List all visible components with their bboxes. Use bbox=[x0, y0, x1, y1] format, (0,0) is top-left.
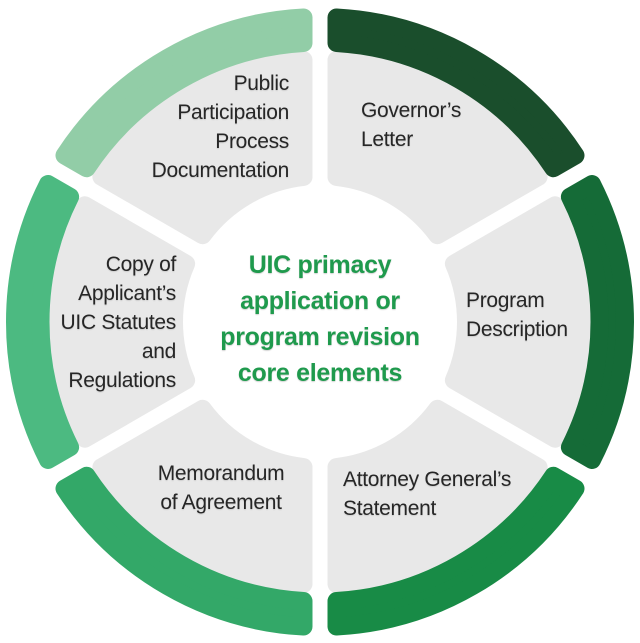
segment-attorney-generals-statement-arc bbox=[327, 466, 585, 636]
segment-label-memorandum-of-agreement: Memorandum of Agreement bbox=[157, 462, 285, 514]
segment-public-participation-process-documentation-wedge bbox=[92, 51, 313, 245]
segment-copy-of-applicants-uic-statutes-and-regulations-arc bbox=[6, 175, 80, 469]
segment-program-description-arc bbox=[560, 175, 634, 469]
segment-attorney-generals-statement-wedge bbox=[327, 399, 548, 593]
segment-memorandum-of-agreement-wedge bbox=[92, 399, 313, 593]
segment-label-governors-letter: Governor’s Letter bbox=[361, 99, 462, 151]
segment-label-copy-of-applicants-uic-statutes: Copy of Applicant’s UIC Statutes and Reg… bbox=[60, 253, 177, 392]
segment-label-program-description: Program Description bbox=[466, 289, 568, 341]
segment-program-description-wedge bbox=[444, 196, 592, 448]
segment-memorandum-of-agreement-arc bbox=[55, 466, 313, 636]
segment-label-public-participation: Public Participation Process Documentati… bbox=[151, 72, 290, 182]
diagram-center-title: UIC primacy application or program revis… bbox=[220, 251, 420, 387]
segment-public-participation-process-documentation-arc bbox=[55, 8, 313, 178]
segment-copy-of-applicants-uic-statutes-and-regulations-wedge bbox=[48, 196, 196, 448]
segment-governors-letter-wedge bbox=[327, 51, 548, 245]
segment-label-attorney-generals-statement: Attorney General’s Statement bbox=[343, 468, 512, 520]
segment-governors-letter-arc bbox=[327, 8, 585, 178]
